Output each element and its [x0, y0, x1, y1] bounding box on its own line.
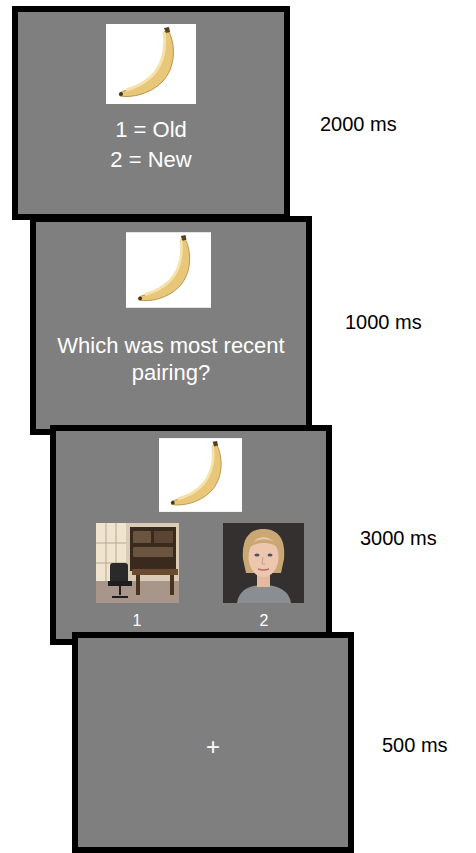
- banana-picture: [159, 435, 242, 515]
- screen-text: +: [98, 732, 328, 761]
- duration-label: 500 ms: [382, 733, 448, 757]
- screen-text: 1 = Old: [28, 116, 274, 143]
- duration-label: 2000 ms: [320, 112, 397, 136]
- banana-picture: [126, 230, 211, 310]
- face-picture: [223, 523, 304, 603]
- screen-text: 2 = New: [28, 146, 274, 173]
- duration-label: 1000 ms: [345, 310, 422, 334]
- screen-panel: +: [72, 632, 354, 853]
- screen-text: 2: [244, 611, 284, 631]
- banana-picture: [106, 24, 196, 104]
- screen-panel: Which was most recent pairing?: [30, 216, 312, 435]
- office-picture: [96, 523, 179, 603]
- screen-text: 1: [117, 611, 157, 631]
- screen-panel: 12: [50, 425, 332, 645]
- duration-label: 3000 ms: [360, 526, 437, 550]
- screen-text: Which was most recent pairing?: [56, 332, 286, 386]
- screen-panel: 1 = Old 2 = New: [12, 6, 290, 220]
